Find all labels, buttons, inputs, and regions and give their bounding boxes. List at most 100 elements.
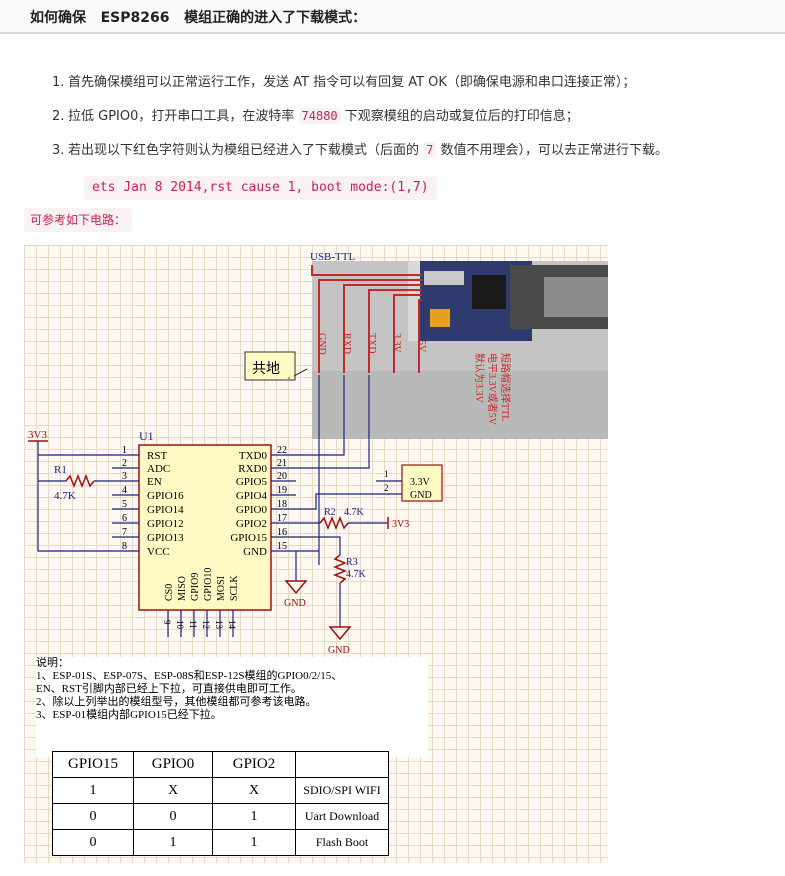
table-row: 0 0 1 Uart Download <box>52 803 389 830</box>
table-header: GPIO2 <box>212 751 296 778</box>
supply-label: 3V3 <box>28 429 47 441</box>
pin-number: 4 <box>122 485 127 496</box>
ttl-pin-label: TXD <box>366 333 377 354</box>
r2-value: 4.7K <box>344 507 365 518</box>
pin-name: GPIO10 <box>203 568 214 601</box>
pin-name: GPIO12 <box>147 518 184 530</box>
step-item: 2.拉低 GPIO0，打开串口工具，在波特率 74880 下观察模组的启动或复位… <box>52 107 782 126</box>
ttl-pin-label: GND <box>316 333 327 355</box>
photo-annotation: 短路帽选择TTL <box>499 353 512 421</box>
pin-number: 2 <box>122 458 127 469</box>
table-row: 0 1 1 Flash Boot <box>52 829 389 856</box>
gpio0-switch <box>401 464 443 502</box>
table-header <box>295 751 389 778</box>
step-number: 3. <box>52 143 65 158</box>
pin-number: 7 <box>122 527 127 538</box>
boot-log-code: ets Jan 8 2014,rst cause 1, boot mode:(1… <box>84 176 437 200</box>
pin-number: 8 <box>122 541 127 552</box>
description-line: 说明： <box>36 657 69 669</box>
pin-name: GPIO16 <box>147 490 184 502</box>
table-header: GPIO15 <box>52 751 134 778</box>
u1-module <box>138 444 272 611</box>
pin-number: 16 <box>277 527 287 538</box>
pin-number: 6 <box>122 513 127 524</box>
shared-ground-callout: 共地 <box>244 351 308 381</box>
ttl-pin-label: 5V <box>416 340 427 353</box>
section-header: 如何确保 ESP8266 模组正确的进入了下载模式： <box>0 0 785 34</box>
table-header: GPIO0 <box>133 751 213 778</box>
table-cell: SDIO/SPI WIFI <box>295 777 389 804</box>
ground-symbol <box>328 626 352 641</box>
pin-name: VCC <box>147 546 170 558</box>
table-cell: 1 <box>212 803 296 830</box>
table-row: 1 X X SDIO/SPI WIFI <box>52 777 389 804</box>
pin-number: 14 <box>227 620 237 630</box>
gnd-label: GND <box>284 598 306 609</box>
boot-mode-table: GPIO15 GPIO0 GPIO2 1 X X SDIO/SPI WIFI 0… <box>52 751 389 856</box>
table-cell: 0 <box>133 803 213 830</box>
pin-number: 10 <box>175 620 185 630</box>
steps-list: 1.首先确保模组可以正常运行工作，发送 AT 指令可以有回复 AT OK（即确保… <box>52 74 782 175</box>
pin-name: MISO <box>177 576 188 601</box>
pin-number: 11 <box>188 620 198 629</box>
r2-label: R2 <box>324 507 336 518</box>
inline-code-baud: 74880 <box>298 108 341 124</box>
pin-name: TXD0 <box>239 450 268 462</box>
photo-annotation: 电平3.3V或者5V <box>486 353 499 426</box>
ground-symbol <box>284 580 308 595</box>
switch-label: GND <box>410 490 432 501</box>
ttl-pin-label: RXD <box>341 333 352 354</box>
pin-number: 18 <box>277 499 287 510</box>
pin-name: EN <box>147 476 162 488</box>
description-line: 3、ESP-01模组内部GPIO15已经下拉。 <box>36 709 222 721</box>
pin-name: GPIO13 <box>147 532 184 544</box>
table-cell: X <box>212 777 296 804</box>
pin-number: 1 <box>122 445 127 456</box>
r1-value: 4.7K <box>54 490 76 502</box>
table-cell: 1 <box>52 777 134 804</box>
step-number: 1. <box>52 75 65 90</box>
r3-resistor <box>332 554 348 584</box>
r3-label: R3 <box>346 557 358 568</box>
table-cell: 0 <box>52 829 134 856</box>
pin-name: GPIO14 <box>147 504 184 516</box>
section-title: 如何确保 ESP8266 模组正确的进入了下载模式： <box>30 10 367 26</box>
description-line: 1、ESP-01S、ESP-07S、ESP-08S和ESP-12S模组的GPIO… <box>36 670 343 682</box>
r2-resistor <box>319 515 349 531</box>
switch-label: 3.3V <box>410 477 431 488</box>
pin-number: 9 <box>162 620 172 625</box>
pin-name: GPIO9 <box>190 573 201 601</box>
step-text: 若出现以下红色字符则认为模组已经进入了下载模式（后面的 <box>68 143 424 158</box>
photo-annotation: 默认为3.3V <box>473 353 486 403</box>
step-number: 2. <box>52 109 65 124</box>
r2-supply: 3V3 <box>392 519 409 530</box>
ttl-pin-label: 3.3V <box>391 333 402 354</box>
circuit-note: 可参考如下电路： <box>24 208 133 232</box>
step-text: 数值不用理会），可以去正常进行下载。 <box>436 143 669 158</box>
shared-ground-label: 共地 <box>252 361 280 377</box>
inline-code-value: 7 <box>423 142 437 158</box>
table-cell: X <box>133 777 213 804</box>
gnd-label: GND <box>328 645 350 656</box>
step-text: 下观察模组的启动或复位后的打印信息； <box>340 109 579 124</box>
usb-ttl-label: USB-TTL <box>310 251 356 263</box>
table-cell: Flash Boot <box>295 829 389 856</box>
step-text: 拉低 GPIO0，打开串口工具，在波特率 <box>68 109 299 124</box>
pin-number: 12 <box>201 620 211 629</box>
step-text: 首先确保模组可以正常运行工作，发送 AT 指令可以有回复 AT OK（即确保电源… <box>68 75 636 90</box>
pin-name: GPIO4 <box>236 490 268 502</box>
pin-name: RST <box>147 450 167 462</box>
description-block: 说明： 1、ESP-01S、ESP-07S、ESP-08S和ESP-12S模组的… <box>36 657 428 757</box>
table-cell: 1 <box>212 829 296 856</box>
description-line: EN、RST引脚内部已经上下拉，可直接供电即可工作。 <box>36 683 302 695</box>
step-item: 1.首先确保模组可以正常运行工作，发送 AT 指令可以有回复 AT OK（即确保… <box>52 74 782 92</box>
pin-name: CS0 <box>164 584 175 601</box>
pin-number: 13 <box>214 620 224 630</box>
pin-number: 5 <box>122 499 127 510</box>
pin-name: RXD0 <box>238 463 267 475</box>
usb-ttl-photo <box>312 261 608 439</box>
pin-number: 19 <box>277 485 287 496</box>
r1-label: R1 <box>54 464 67 476</box>
pin-name: GPIO5 <box>236 476 268 488</box>
pin-name: GND <box>243 546 267 558</box>
